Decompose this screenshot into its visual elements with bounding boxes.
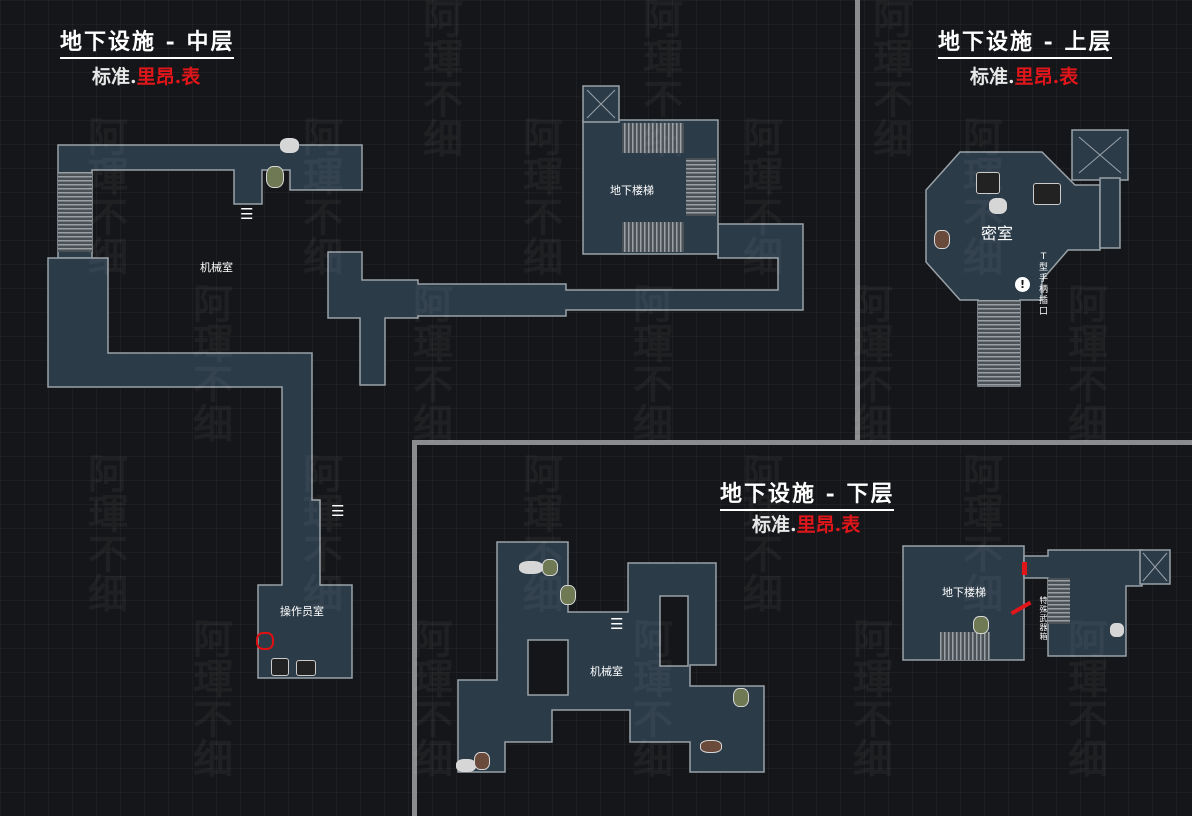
herb-icon	[733, 688, 749, 707]
subtitle-alt: 里昂.表	[796, 514, 861, 536]
middle-operator-room-label: 操作员室	[280, 605, 324, 618]
middle-machine-room	[47, 257, 353, 679]
ladder-icon: ☰	[610, 615, 624, 633]
lower-inner-wall-2	[659, 595, 689, 667]
item-icon	[934, 230, 950, 249]
herb-icon	[542, 559, 558, 576]
herb-icon	[560, 585, 576, 605]
divider-vertical-bottom	[412, 440, 417, 816]
divider-horizontal	[412, 440, 1192, 445]
middle-stairs-label: 地下楼梯	[610, 184, 654, 197]
lower-stairs-1	[940, 632, 990, 660]
save-typewriter-icon	[271, 658, 289, 676]
door-marker	[1022, 562, 1027, 575]
upper-shaft-link	[1099, 177, 1121, 249]
typewriter-icon	[976, 172, 1000, 194]
middle-machine-room-label: 机械室	[200, 261, 233, 274]
warning-icon: !	[1015, 277, 1030, 292]
upper-secret-room	[925, 151, 1101, 387]
upper-secret-room-label: 密室	[981, 224, 1014, 243]
item-box-icon	[1033, 183, 1061, 205]
ammo-icon	[519, 561, 543, 574]
middle-top-corridor	[57, 144, 363, 259]
middle-stairs-1	[58, 172, 92, 252]
upper-stairs	[978, 300, 1020, 386]
upper-floor-title: 地下设施 - 上层	[938, 24, 1113, 59]
lower-floor-title: 地下设施 - 下层	[720, 476, 895, 511]
subtitle-standard: 标准.	[752, 514, 797, 536]
middle-floor-title: 地下设施 - 中层	[60, 24, 235, 59]
item-icon	[474, 752, 490, 770]
subtitle-alt: 里昂.表	[136, 66, 201, 88]
herb-icon	[973, 616, 989, 634]
ammo-icon	[989, 198, 1007, 214]
ladder-icon: ☰	[240, 205, 254, 223]
middle-east-corridor	[327, 223, 804, 386]
herb-icon	[266, 166, 284, 188]
ammo-icon	[1110, 623, 1124, 637]
special-weapon-box-label: 特殊武器箱	[1039, 596, 1048, 641]
lower-floor-map	[457, 541, 1171, 773]
middle-floor-subtitle: 标准.里昂.表	[92, 62, 200, 89]
lower-machine-room	[457, 541, 765, 773]
t-handle-slot-label: T型手柄插口	[1038, 252, 1048, 317]
middle-stairs-4	[622, 222, 684, 252]
lower-machine-room-label: 机械室	[590, 665, 623, 678]
upper-floor-subtitle: 标准.里昂.表	[970, 62, 1078, 89]
middle-stairs-2	[622, 123, 684, 153]
red-item-icon	[256, 632, 274, 650]
lower-floor-subtitle: 标准.里昂.表	[752, 510, 860, 537]
subtitle-standard: 标准.	[970, 66, 1015, 88]
middle-stairs-room	[582, 119, 719, 255]
middle-stairs-3	[686, 158, 716, 216]
ladder-icon: ☰	[331, 502, 345, 520]
subtitle-standard: 标准.	[92, 66, 137, 88]
ammo-icon	[280, 138, 299, 153]
item-icon	[700, 740, 722, 753]
lower-stairs-label: 地下楼梯	[942, 586, 986, 599]
ammo-icon	[456, 759, 476, 772]
upper-floor-map	[925, 129, 1129, 387]
divider-vertical-top	[855, 0, 860, 442]
item-box-icon	[296, 660, 316, 676]
subtitle-alt: 里昂.表	[1014, 66, 1079, 88]
lower-inner-wall-1	[527, 639, 569, 696]
lower-stairs-2	[1048, 578, 1070, 624]
